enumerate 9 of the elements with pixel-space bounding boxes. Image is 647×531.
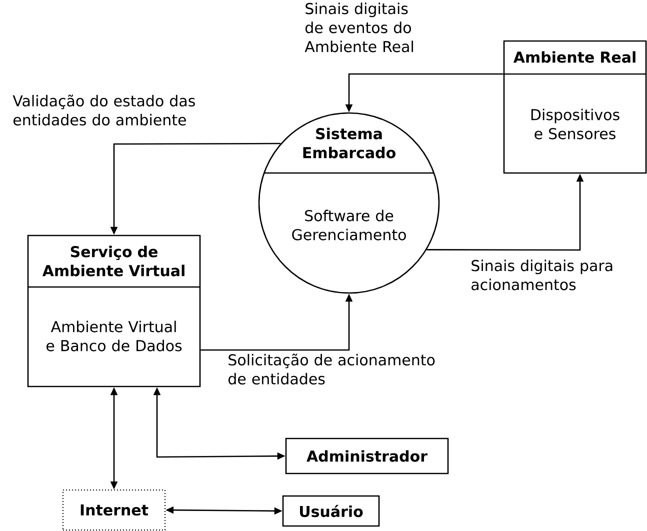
component-box: Ambiente Real Dispositivos e Sensores [503, 40, 647, 174]
service-box: Serviço de Ambiente Virtual Ambiente Virtual e Banco de Dados [27, 234, 201, 388]
edge-label: Solicitação de acionamento de entidades [228, 354, 435, 385]
network-box: Internet [62, 490, 166, 530]
edge-label: Sinais digitais para acionamentos [472, 260, 612, 290]
actor-box: Administrador [285, 438, 449, 474]
edge-label: Sinais digitais de eventos do Ambiente Real [304, 2, 413, 52]
edge-label: Validação do estado das entidades do ambiente [12, 94, 195, 126]
actor-box: Usuário [282, 495, 380, 527]
